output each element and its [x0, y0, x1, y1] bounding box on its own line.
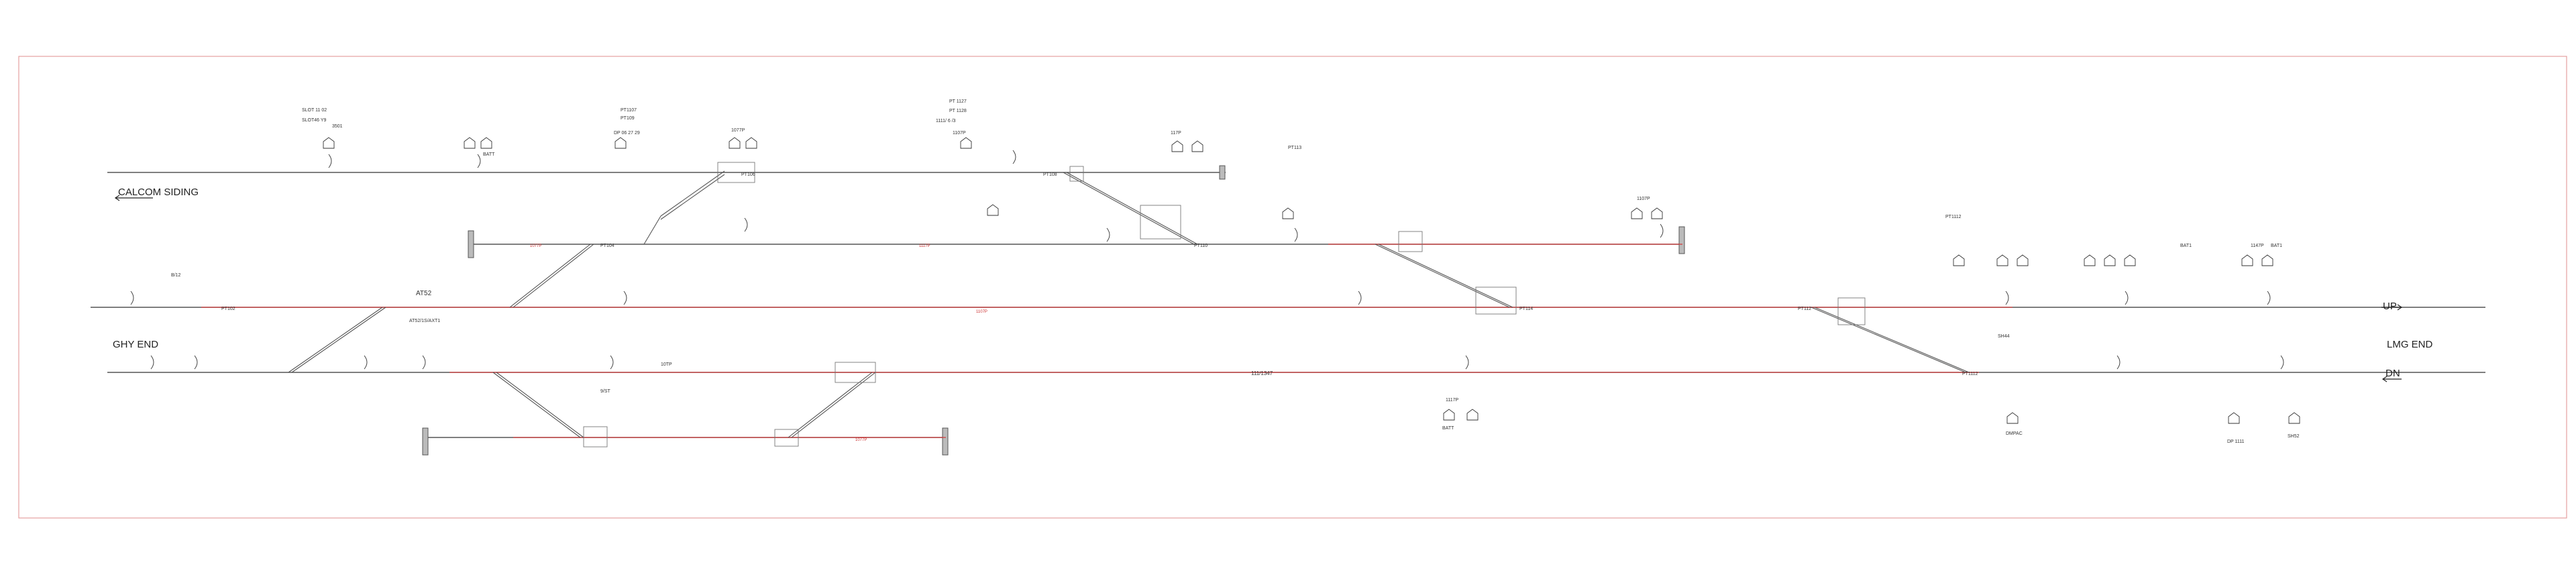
- annotation-t22: B/12: [171, 273, 181, 278]
- annotation-t48: PT102: [221, 307, 235, 311]
- annotation-t19: 1147P: [2251, 244, 2264, 248]
- arrows: [114, 195, 2403, 382]
- ghy-end-label: GHY END: [113, 339, 158, 350]
- annotation-t47: PT104: [600, 244, 614, 248]
- annotation-t1: SLOT 11 02: [302, 108, 327, 113]
- annotation-t2: SLOT46 Y9: [302, 118, 327, 123]
- red-segments: [201, 244, 2012, 438]
- at52-axt-label: AT52/1S/AXT1: [409, 319, 440, 323]
- annotation-t25: SH52: [2288, 434, 2300, 439]
- annotation-t6: PT109: [621, 116, 635, 121]
- dn-section-label: 111/1347: [1251, 370, 1273, 376]
- annotation-t24: 1117P: [1446, 398, 1459, 403]
- annotation-t28: DMPAC: [2006, 431, 2023, 436]
- drawing-border: [18, 56, 2567, 519]
- annotation-t17: BAT1: [2271, 244, 2282, 248]
- annotation-t21: 9/ST: [600, 389, 611, 394]
- annotation-t46: PT110: [1194, 244, 1208, 248]
- annotation-t44: PT106: [741, 172, 755, 177]
- annotation-t8: 1077P: [731, 128, 745, 133]
- annotation-t26: DP 1111: [2227, 439, 2245, 444]
- annotation-t43: PT1112: [1962, 372, 1978, 376]
- equipment-huts: [323, 137, 2300, 424]
- track-end-buffers: [422, 165, 1685, 456]
- annotation-t5: PT1107: [621, 108, 637, 113]
- annotation-t50: PT114: [1519, 307, 1533, 311]
- annotation-t20: BAT1: [2180, 244, 2192, 248]
- lmg-end-label: LMG END: [2387, 339, 2433, 350]
- annotation-t45: PT108: [1043, 172, 1057, 177]
- annotation-t16: PT1112: [1945, 215, 1962, 219]
- up-line-label: UP: [2383, 301, 2397, 312]
- annotation-t10: PT 1128: [949, 109, 967, 113]
- annotation-t27: BATT: [1442, 426, 1454, 431]
- at52-label: AT52: [416, 290, 432, 297]
- annotation-t11: 1111/ 6 /3: [936, 119, 956, 123]
- crossover-boxes: [583, 162, 1866, 448]
- annotation-t38: 1077P: [530, 244, 541, 248]
- annotation-t14: PT113: [1288, 146, 1301, 150]
- annotation-t3: 3501: [332, 124, 343, 129]
- annotation-t15: 1107P: [1637, 197, 1650, 201]
- calcom-siding-label: CALCOM SIDING: [118, 187, 199, 198]
- dn-line-label: DN: [2385, 368, 2400, 379]
- annotation-t40: 1117P: [919, 244, 930, 248]
- annotation-t9: PT 1127: [949, 99, 967, 104]
- annotation-t23: 10TP: [661, 362, 672, 367]
- small-annotations: SLOT 11 02 SLOT46 Y9 3501 BATT PT1107 PT…: [171, 99, 2300, 444]
- annotation-t4: BATT: [483, 152, 495, 157]
- annotation-t41: 1077P: [855, 438, 867, 442]
- crossovers: [288, 170, 1970, 438]
- annotation-t7: DP 06 27 29: [614, 131, 640, 136]
- annotation-t13: 117P: [1171, 131, 1181, 136]
- annotation-t39: 1107P: [976, 310, 987, 314]
- annotation-t49: PT112: [1798, 307, 1811, 311]
- annotation-t12: 1107P: [953, 131, 966, 136]
- signal-markers: [130, 150, 2284, 370]
- annotation-t18: SH44: [1998, 334, 2010, 339]
